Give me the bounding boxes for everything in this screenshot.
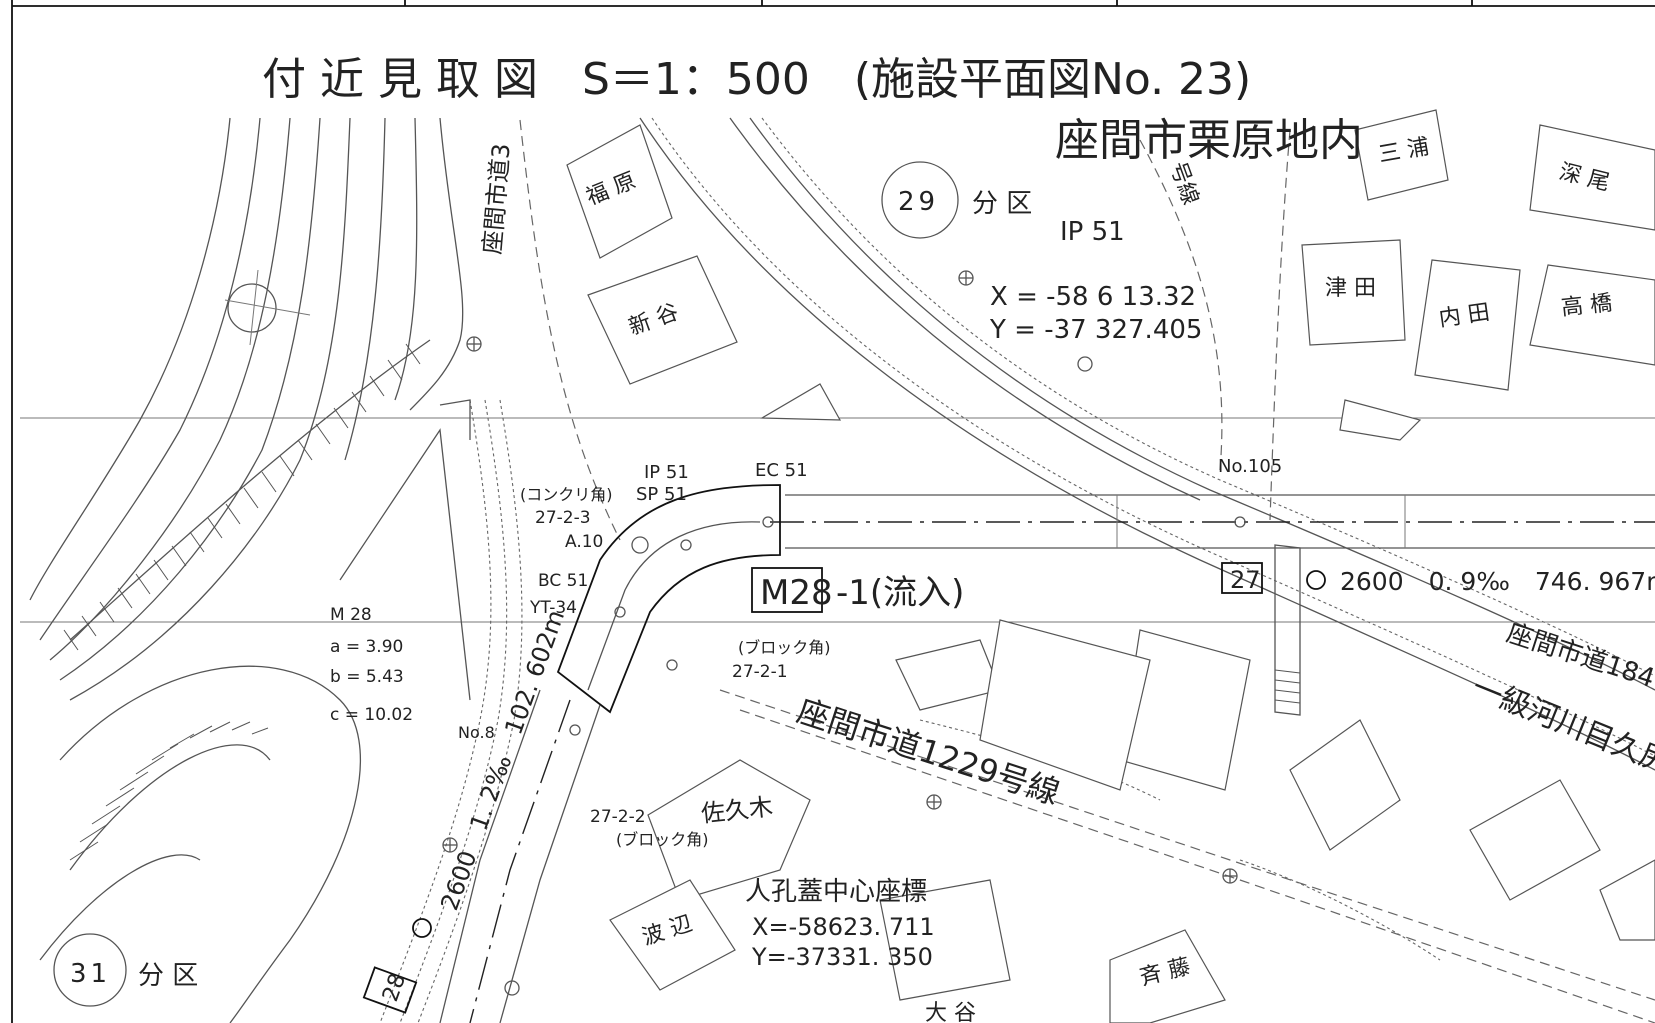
survey-marks <box>442 270 1238 996</box>
building-name-2: 津 田 <box>1325 276 1376 301</box>
curve-sp: SP 51 <box>636 484 687 505</box>
embankment-hatch-upper <box>63 339 431 651</box>
district-29-label: 分 区 <box>972 189 1032 219</box>
curve-bc: BC 51 <box>538 571 588 591</box>
branch-pipe-28 <box>439 484 781 1023</box>
road-label-184: 座間市道184 <box>1503 618 1655 694</box>
curve-ip: IP 51 <box>644 462 689 483</box>
block-upper-code: 27-2-1 <box>732 662 788 682</box>
param-c: c = 10.02 <box>330 705 413 725</box>
curve-ec: EC 51 <box>755 460 808 481</box>
building-outlines <box>566 109 1655 1023</box>
sheet-frame <box>11 0 1655 1023</box>
building-name-10: 大 谷 <box>925 1001 976 1023</box>
river-channel <box>639 117 1655 771</box>
manhole-label-box <box>751 567 823 613</box>
contour-lines <box>29 117 464 701</box>
district-31-label: 分 区 <box>138 961 198 991</box>
block-lower-code: 27-2-2 <box>590 807 646 827</box>
manhole-suffix: -1(流入) <box>836 573 964 613</box>
pipe-28-id: 28 <box>378 970 411 1005</box>
location-label: 座間市栗原地内 <box>1055 115 1363 166</box>
param-b: b = 5.43 <box>330 667 404 687</box>
river-bank-left <box>339 399 523 1023</box>
outfall-structure <box>1274 544 1301 716</box>
main-pipe-27 <box>762 494 1655 549</box>
curve-a: A.10 <box>565 532 603 552</box>
district-29-circle <box>881 161 959 239</box>
param-a: a = 3.90 <box>330 637 403 657</box>
district-31-number: 31 <box>70 959 111 989</box>
pipe-28-diameter-icon <box>412 918 432 938</box>
survey-point-x: X = -58 6 13.32 <box>990 282 1196 312</box>
embankment-hatch-lower <box>39 665 362 1023</box>
manhole-center-title: 人孔蓋中心座標 <box>745 877 927 907</box>
manhole-center-y: Y=-37331. 350 <box>751 943 933 971</box>
curve-code: 27-2-3 <box>535 508 591 528</box>
pipe-28-spec: 2600 1. 2‰ 102. 602m <box>435 606 570 914</box>
pipe-27-diameter-icon <box>1306 570 1326 590</box>
district-31-circle <box>53 933 127 1007</box>
manhole-center-x: X=-58623. 711 <box>752 913 935 941</box>
survey-point-name: IP 51 <box>1060 217 1125 247</box>
boundary-dashes <box>519 119 1655 1023</box>
param-name: M 28 <box>330 605 372 625</box>
block-lower-note: (ブロック角) <box>616 830 709 849</box>
block-upper-note: (ブロック角) <box>738 638 831 657</box>
pipe-27-id-box <box>1221 562 1263 594</box>
curve-yt: YT-34 <box>529 598 577 618</box>
manhole-label: M28 <box>760 573 833 613</box>
pipe-27-id: 27 <box>1230 566 1261 594</box>
map-title: 付 近 見 取 図 S＝1：500 (施設平面図No. 23) <box>262 54 1251 105</box>
station-label: No.105 <box>1218 456 1282 477</box>
station-small-label: No.8 <box>458 723 495 742</box>
curve-concrete-note: (コンクリ角) <box>520 485 613 504</box>
pipe-27-spec: 2600 0. 9‰ 746. 967m <box>1340 567 1655 596</box>
survey-point-y: Y = -37 327.405 <box>989 315 1202 345</box>
district-29-number: 29 <box>898 187 939 217</box>
road-label-3: 座間市道3 <box>478 142 516 255</box>
pipe-28-id-box <box>362 966 418 1014</box>
building-name-4: 高 橋 <box>1560 291 1613 321</box>
